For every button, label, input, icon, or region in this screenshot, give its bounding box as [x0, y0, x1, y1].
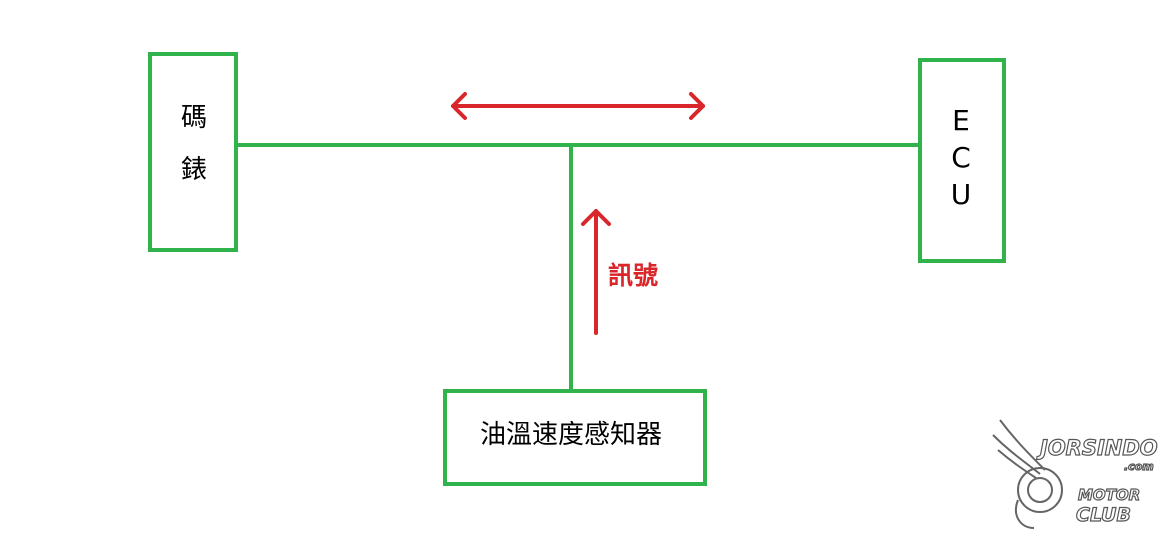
watermark-motor: MOTOR: [1078, 486, 1140, 504]
odometer-label-char-1: 碼: [181, 103, 207, 133]
sensor-box: [443, 389, 707, 486]
ecu-label-char-1: E: [952, 104, 970, 137]
ecu-label-char-2: C: [951, 141, 971, 174]
watermark-brand: JORSINDO: [1036, 436, 1158, 460]
sensor-node: 油溫速度感知器: [443, 389, 707, 486]
odometer-box: [148, 52, 238, 252]
odometer-node: 碼 錶: [148, 52, 238, 252]
signal-arrow: [581, 209, 611, 335]
watermark-wing-icon: [992, 419, 1063, 529]
signal-arrow-head: [581, 209, 611, 226]
ecu-label-char-3: U: [951, 178, 972, 211]
bidirectional-arrow-right-head: [689, 92, 705, 120]
odometer-label-char-2: 錶: [181, 155, 207, 185]
bidirectional-arrow-left-head: [451, 92, 467, 120]
watermark-logo: JORSINDO .com MOTOR CLUB: [992, 419, 1158, 529]
bidirectional-arrow: [451, 92, 705, 120]
ecu-node: E C U: [918, 58, 1006, 263]
watermark-club: CLUB: [1076, 504, 1131, 526]
sensor-label: 油溫速度感知器: [480, 420, 662, 450]
ecu-box: [918, 58, 1006, 263]
watermark-domain: .com: [1124, 460, 1154, 473]
signal-label: 訊號: [608, 261, 658, 290]
